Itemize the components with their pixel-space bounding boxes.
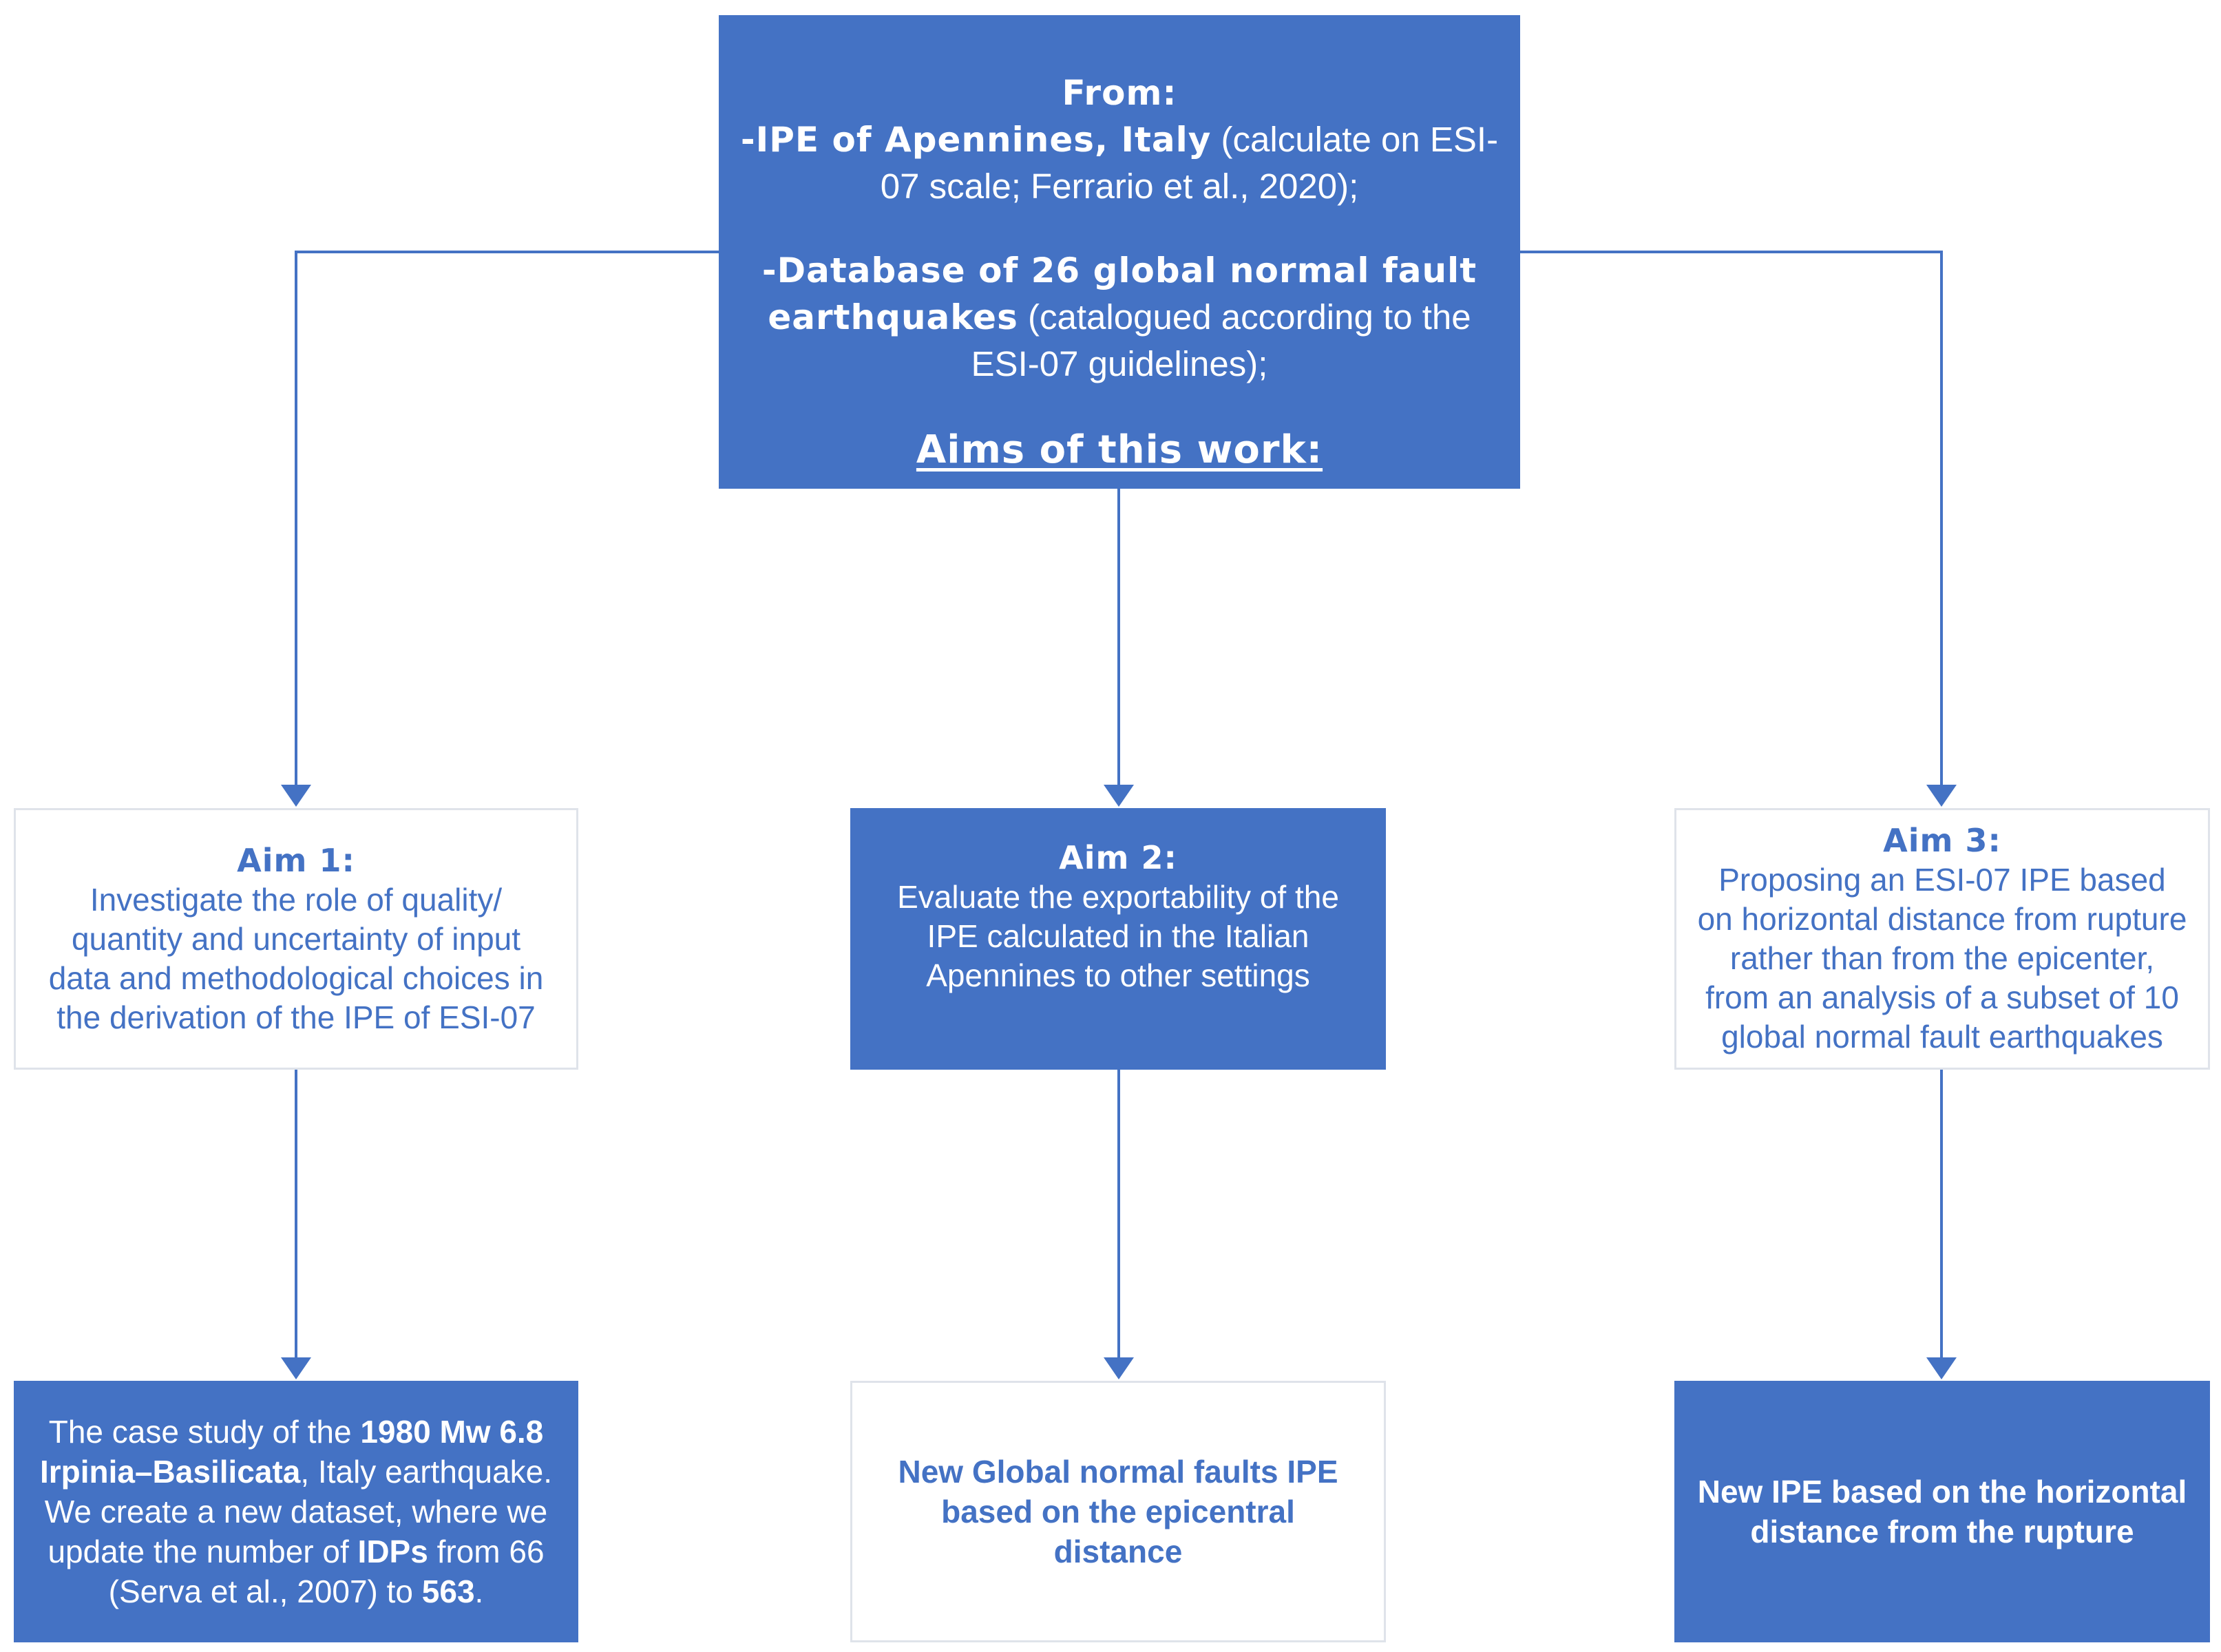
- aim2-text-line: Apennines to other settings: [926, 957, 1310, 993]
- source-item-apennines: -IPE of Apennines, Italy (calculate on E…: [740, 120, 1499, 160]
- aim3-text-line: from an analysis of a subset of 10: [1705, 979, 2179, 1015]
- arrowhead-aim3: [1926, 785, 1957, 807]
- case-study-box: The case study of the 1980 Mw 6.8 Irpini…: [14, 1381, 578, 1642]
- source-item-database: -Database of 26 global normal fault: [761, 251, 1477, 290]
- global-ipe-line: distance: [1053, 1534, 1183, 1569]
- global-ipe-line: based on the epicentral: [941, 1494, 1295, 1529]
- aim2-text-line: Evaluate the exportability of the: [897, 879, 1339, 915]
- aim2-title: Aim 2:: [1059, 839, 1177, 876]
- aim1-text-line: Investigate the role of quality/: [90, 881, 503, 918]
- case-study-line: Irpinia–Basilicata, Italy earthquake.: [39, 1454, 553, 1490]
- arrowhead-aim1: [281, 785, 311, 807]
- from-block: From: -IPE of Apennines, Italy (calculat…: [741, 70, 1498, 209]
- aim1-text-line: the derivation of the IPE of ESI-07: [56, 999, 536, 1035]
- from-label: From:: [1062, 73, 1177, 113]
- database-block: -Database of 26 global normal fault eart…: [762, 248, 1477, 387]
- case-study-line: We create a new dataset, where we: [44, 1494, 548, 1529]
- arrow-source-to-aim1: [295, 251, 719, 785]
- aim3-text-line: global normal fault earthquakes: [1721, 1019, 2163, 1055]
- rupture-ipe-line: New IPE based on the horizontal: [1697, 1474, 2187, 1510]
- source-item-database-cont: earthquakes (catalogued according to the: [768, 297, 1471, 337]
- arrowhead-outcome1: [281, 1357, 311, 1379]
- arrowhead-aim2: [1104, 785, 1134, 807]
- case-study-line: The case study of the 1980 Mw 6.8: [48, 1414, 544, 1450]
- global-ipe-box: New Global normal faults IPE based on th…: [850, 1381, 1386, 1642]
- global-ipe-line: New Global normal faults IPE: [898, 1454, 1338, 1490]
- aim3-text-line: on horizontal distance from rupture: [1697, 901, 2187, 937]
- arrow-source-to-aim3: [1520, 251, 1943, 785]
- aim3-box: Aim 3: Proposing an ESI-07 IPE based on …: [1674, 808, 2210, 1070]
- source-item-database-cont2: ESI-07 guidelines);: [971, 344, 1268, 383]
- case-study-line: update the number of IDPs from 66: [48, 1534, 545, 1569]
- aim3-text-line: Proposing an ESI-07 IPE based: [1718, 862, 2166, 898]
- aim3-title: Aim 3:: [1883, 822, 2001, 859]
- rupture-ipe-line: distance from the rupture: [1750, 1514, 2134, 1549]
- case-study-line: (Serva et al., 2007) to 563.: [108, 1574, 484, 1609]
- arrowhead-outcome2: [1104, 1357, 1134, 1379]
- source-box: From: -IPE of Apennines, Italy (calculat…: [719, 15, 1520, 489]
- aim1-text-line: data and methodological choices in: [48, 960, 544, 996]
- source-item-apennines-cont: 07 scale; Ferrario et al., 2020);: [880, 167, 1359, 206]
- aim1-title: Aim 1:: [237, 841, 355, 879]
- aim2-box: Aim 2: Evaluate the exportability of the…: [850, 808, 1386, 1070]
- aim3-text-line: rather than from the epicenter,: [1729, 940, 2155, 976]
- aims-heading: Aims of this work:: [916, 427, 1323, 472]
- arrowhead-outcome3: [1926, 1357, 1957, 1379]
- aim2-text-line: IPE calculated in the Italian: [927, 918, 1309, 954]
- rupture-ipe-box: New IPE based on the horizontal distance…: [1674, 1381, 2210, 1642]
- aim1-text-line: quantity and uncertainty of input: [71, 920, 521, 957]
- aim1-box: Aim 1: Investigate the role of quality/ …: [14, 808, 578, 1070]
